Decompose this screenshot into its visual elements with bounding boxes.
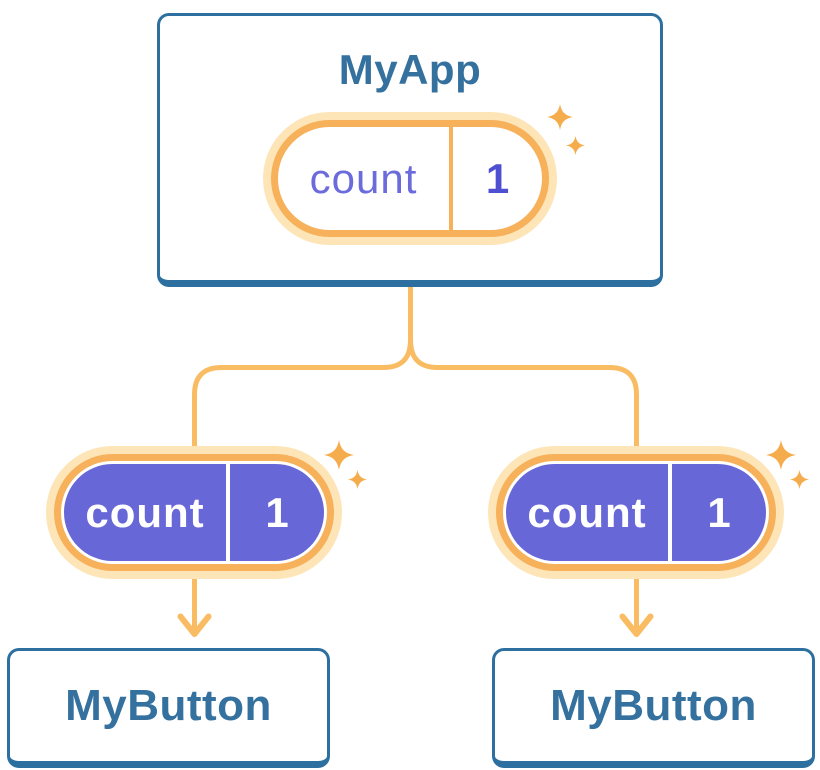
myapp-title: MyApp <box>338 46 482 93</box>
sparkle-icon <box>324 440 354 470</box>
mybutton-title: MyButton <box>65 681 272 730</box>
prop-pill-value: 1 <box>707 488 731 536</box>
prop-pill-body: count 1 <box>506 464 766 561</box>
state-pill-value: 1 <box>485 154 510 202</box>
branch-right-line <box>408 284 639 633</box>
prop-pill: count 1 <box>54 454 334 571</box>
sparkle-icon <box>766 440 796 470</box>
sparkle-icon <box>566 136 585 155</box>
mybutton-title: MyButton <box>550 681 757 730</box>
sparkle-icon <box>547 104 573 130</box>
prop-pill-body: count 1 <box>64 464 324 561</box>
prop-pill: count 1 <box>496 454 776 571</box>
state-pill: count 1 <box>271 120 549 237</box>
prop-pill-label: count <box>64 464 230 561</box>
sparkle-icon <box>790 470 809 489</box>
state-pill-label: count <box>278 127 453 230</box>
arrow-down-icon <box>177 613 212 637</box>
mybutton-node-card: MyButton <box>492 648 815 768</box>
prop-pill-value: 1 <box>265 488 289 536</box>
prop-pill-label: count <box>506 464 672 561</box>
branch-left-line <box>192 284 413 633</box>
arrow-down-icon <box>619 613 654 637</box>
mybutton-node-card: MyButton <box>7 648 330 768</box>
sparkle-icon <box>348 470 367 489</box>
